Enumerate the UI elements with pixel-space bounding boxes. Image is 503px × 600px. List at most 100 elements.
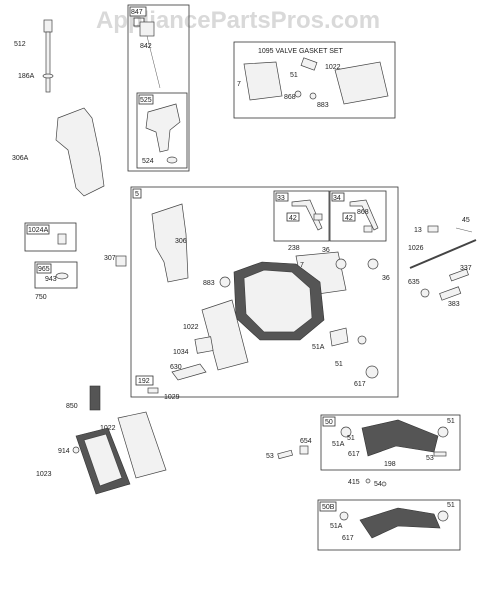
label-512: 512	[14, 41, 26, 48]
box-847[interactable]: 847 525	[127, 4, 190, 172]
box-965-title: 965	[38, 266, 50, 273]
dipstick-cap[interactable]	[139, 21, 155, 37]
label-51d: 51	[447, 418, 455, 425]
box-50[interactable]: 50	[320, 414, 461, 471]
part-512-tube[interactable]	[45, 31, 51, 93]
part-635[interactable]	[420, 288, 430, 298]
part-965[interactable]	[55, 272, 69, 280]
label-53b: 53	[426, 455, 434, 462]
stud-53a[interactable]	[277, 449, 293, 460]
screw-13[interactable]	[427, 225, 439, 233]
label-45: 45	[462, 217, 470, 224]
label-415: 415	[348, 479, 360, 486]
dipstick-rod[interactable]	[146, 35, 161, 89]
seal-868a[interactable]	[294, 90, 302, 98]
label-617c: 617	[342, 535, 354, 542]
label-883b: 883	[203, 280, 215, 287]
gasket-51d[interactable]	[437, 426, 449, 438]
valve-gasket-set-title: 1095 VALVE GASKET SET	[258, 48, 344, 55]
screw-192[interactable]	[147, 387, 159, 394]
rocker-gasket-1022c[interactable]	[117, 411, 167, 479]
label-51e: 51	[447, 502, 455, 509]
part-186A[interactable]	[42, 73, 54, 79]
box-1024A-title: 1024A	[28, 227, 49, 234]
breather-plate-1034[interactable]	[194, 336, 214, 354]
box-192-title: 192	[138, 378, 150, 385]
valve-spring-36a[interactable]	[335, 258, 347, 270]
label-883a: 883	[317, 102, 329, 109]
box-42a-title: 42	[289, 215, 297, 222]
label-654: 654	[300, 438, 312, 445]
screw-914[interactable]	[72, 446, 80, 454]
gasket-1022a[interactable]	[334, 61, 389, 105]
label-306A: 306A	[12, 155, 29, 162]
box-525-title: 525	[140, 97, 152, 104]
gasket-51Ac[interactable]	[339, 511, 349, 521]
box-42b-title: 42	[345, 215, 353, 222]
label-914: 914	[58, 448, 70, 455]
spark-plug-337[interactable]	[449, 268, 469, 282]
push-rod-1026[interactable]	[409, 239, 477, 269]
part-512-cap[interactable]	[43, 19, 53, 33]
label-13: 13	[414, 227, 422, 234]
air-guide-306A[interactable]	[55, 107, 105, 197]
box-847-title: 847	[131, 9, 143, 16]
label-307: 307	[104, 255, 116, 262]
gasket-51c[interactable]	[340, 426, 352, 438]
box-50B[interactable]: 50B	[317, 499, 461, 551]
label-617a: 617	[354, 381, 366, 388]
o-ring-524[interactable]	[166, 156, 178, 164]
valve-exhaust[interactable]	[349, 199, 379, 231]
valve-intake[interactable]	[291, 199, 323, 231]
label-1023: 1023	[36, 471, 52, 478]
stud-53b[interactable]	[433, 451, 447, 457]
gasket-51b[interactable]	[357, 335, 367, 345]
rocker-cover-face	[83, 433, 123, 487]
label-868a: 868	[284, 94, 296, 101]
box-5[interactable]: 5 33 42 34 42 19	[130, 186, 399, 398]
box-5-title: 5	[135, 191, 139, 198]
gasket-51A[interactable]	[329, 327, 349, 347]
cylinder-head-face[interactable]	[243, 269, 313, 333]
part-415[interactable]	[365, 478, 371, 484]
label-7b: 7	[300, 262, 304, 269]
label-7a: 7	[237, 81, 241, 88]
air-guide-306[interactable]	[151, 203, 189, 283]
label-337: 337	[460, 265, 472, 272]
box-valve-gasket-set[interactable]: 1095 VALVE GASKET SET	[233, 41, 396, 119]
intake-manifold[interactable]	[361, 419, 439, 457]
label-51A: 51A	[312, 344, 325, 351]
valve-spring-36b[interactable]	[367, 258, 379, 270]
part-45[interactable]	[455, 227, 473, 233]
spring-retainer-a[interactable]	[313, 213, 323, 221]
label-36b: 36	[382, 275, 390, 282]
label-51Ac: 51A	[330, 523, 343, 530]
label-524: 524	[142, 158, 154, 165]
part-654[interactable]	[299, 445, 309, 455]
o-ring-617a[interactable]	[365, 365, 379, 379]
label-51Ab: 51A	[332, 441, 345, 448]
box-965[interactable]: 965	[34, 261, 78, 289]
gasket-51e[interactable]	[437, 510, 449, 522]
seal-883a[interactable]	[309, 92, 317, 100]
box-1024A[interactable]: 1024A	[24, 222, 77, 252]
dipstick-tube[interactable]	[145, 103, 181, 153]
seal-883b[interactable]	[219, 276, 231, 288]
part-54[interactable]	[381, 481, 387, 487]
part-1024A[interactable]	[57, 233, 67, 245]
part-307[interactable]	[115, 255, 127, 267]
sealant-850[interactable]	[89, 385, 101, 411]
box-50B-title: 50B	[322, 504, 335, 511]
label-850: 850	[66, 403, 78, 410]
label-1026: 1026	[408, 245, 424, 252]
label-198: 198	[384, 461, 396, 468]
label-1022a: 1022	[325, 64, 341, 71]
gasket-7a[interactable]	[243, 61, 283, 101]
label-842: 842	[140, 43, 152, 50]
spring-retainer-b[interactable]	[363, 225, 373, 233]
gasket-51a[interactable]	[300, 57, 318, 71]
clip-630[interactable]	[171, 363, 207, 381]
part-383[interactable]	[439, 286, 462, 301]
intake-manifold-50B[interactable]	[359, 507, 441, 539]
